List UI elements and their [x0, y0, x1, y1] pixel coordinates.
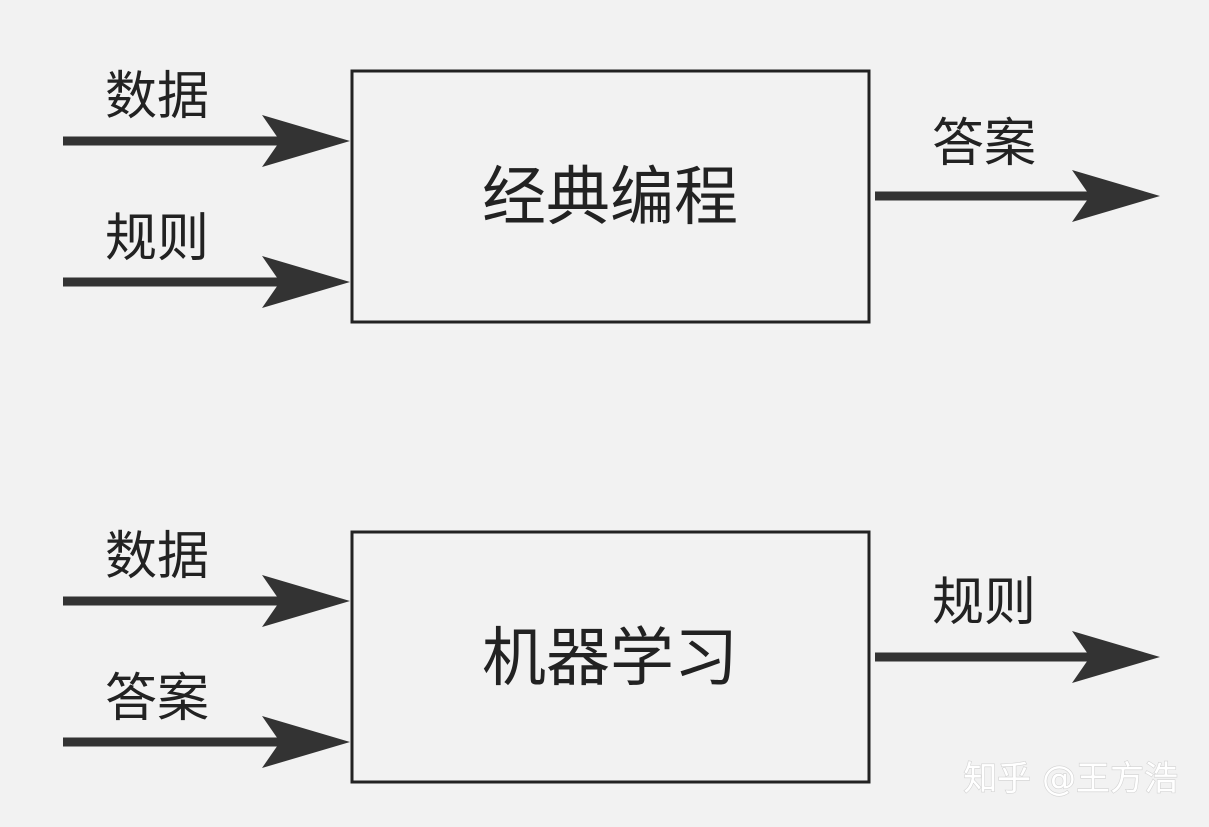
- classic-input-rules-label: 规则: [105, 209, 209, 269]
- classic-programming-block: 经典编程 数据 规则 答案: [63, 67, 1160, 324]
- machine-learning-block: 机器学习 数据 答案 规则: [63, 527, 1160, 784]
- machine-learning-label: 机器学习: [482, 622, 738, 696]
- ml-input-answers-label: 答案: [105, 669, 209, 729]
- classic-programming-box: [350, 69, 871, 324]
- arrow-head-icon: [1072, 170, 1160, 222]
- classic-output-answers-label: 答案: [932, 114, 1036, 174]
- ml-input-data-label: 数据: [105, 527, 209, 587]
- arrow-head-icon: [262, 716, 350, 768]
- watermark: 知乎 @王方浩: [963, 759, 1178, 799]
- ml-output-rules-label: 规则: [932, 573, 1036, 633]
- arrow-head-icon: [1072, 631, 1160, 683]
- ml-input-data-arrow: [63, 575, 350, 627]
- classic-input-rules-arrow: [63, 256, 350, 308]
- classic-input-data-label: 数据: [105, 67, 209, 127]
- arrow-head-icon: [262, 115, 350, 167]
- machine-learning-box: [350, 530, 871, 784]
- ml-output-rules-arrow: [875, 631, 1160, 683]
- arrow-head-icon: [262, 575, 350, 627]
- classic-output-answers-arrow: [875, 170, 1160, 222]
- ml-input-answers-arrow: [63, 716, 350, 768]
- arrow-head-icon: [262, 256, 350, 308]
- classic-input-data-arrow: [63, 115, 350, 167]
- classic-programming-label: 经典编程: [482, 161, 738, 235]
